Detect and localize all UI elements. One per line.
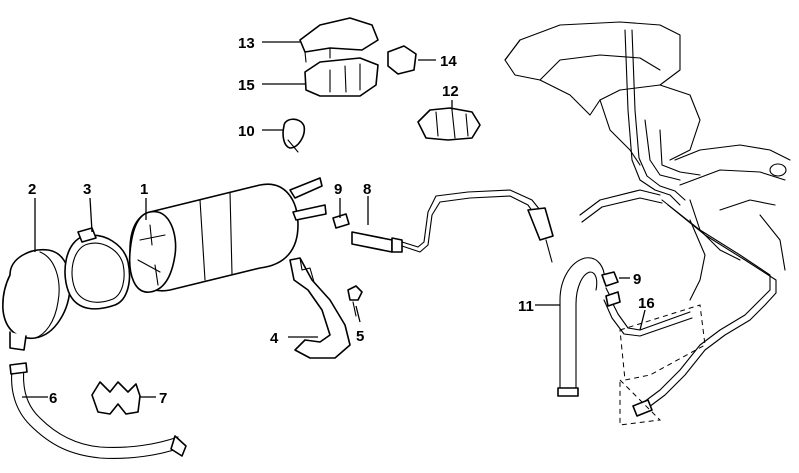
callout-1: 1 xyxy=(140,181,148,198)
part-4-bracket xyxy=(289,257,351,359)
callout-14: 14 xyxy=(440,53,457,70)
part-12-clip-strip xyxy=(417,107,481,141)
callout-15: 15 xyxy=(238,77,255,94)
part-2-end-cap xyxy=(2,249,71,351)
callout-12: 12 xyxy=(442,83,459,100)
callout-7: 7 xyxy=(159,390,167,407)
part-8-filter-line xyxy=(351,189,554,263)
part-11-hose xyxy=(557,257,605,397)
part-6-hose xyxy=(9,362,187,459)
callout-5: 5 xyxy=(356,328,364,345)
callout-10: 10 xyxy=(238,123,255,140)
part-13-cover xyxy=(299,17,379,63)
callout-4: 4 xyxy=(270,330,279,347)
part-16-fuel-line xyxy=(603,291,693,337)
dashed-outline xyxy=(619,304,706,426)
callout-13: 13 xyxy=(238,35,255,52)
callout-9-left: 9 xyxy=(334,181,342,198)
callout-11: 11 xyxy=(518,298,534,315)
callout-8: 8 xyxy=(363,181,371,198)
vehicle-body-outline xyxy=(504,21,791,301)
part-9-connector-left xyxy=(332,213,350,229)
part-3-clamp-ring xyxy=(64,227,131,310)
part-15-holder xyxy=(304,57,379,97)
part-10-hose-clamp xyxy=(282,118,306,153)
callout-2: 2 xyxy=(28,181,36,198)
part-7-clip xyxy=(91,381,141,415)
fuel-lines-right xyxy=(579,29,777,417)
callout-3: 3 xyxy=(83,181,91,198)
callout-6: 6 xyxy=(49,390,57,407)
leader-lines xyxy=(22,41,646,398)
part-14-grommet xyxy=(387,45,417,75)
part-1-canister xyxy=(128,177,327,293)
callout-16: 16 xyxy=(638,295,655,312)
part-5-bolt xyxy=(347,285,363,317)
callout-9-right: 9 xyxy=(633,271,641,288)
